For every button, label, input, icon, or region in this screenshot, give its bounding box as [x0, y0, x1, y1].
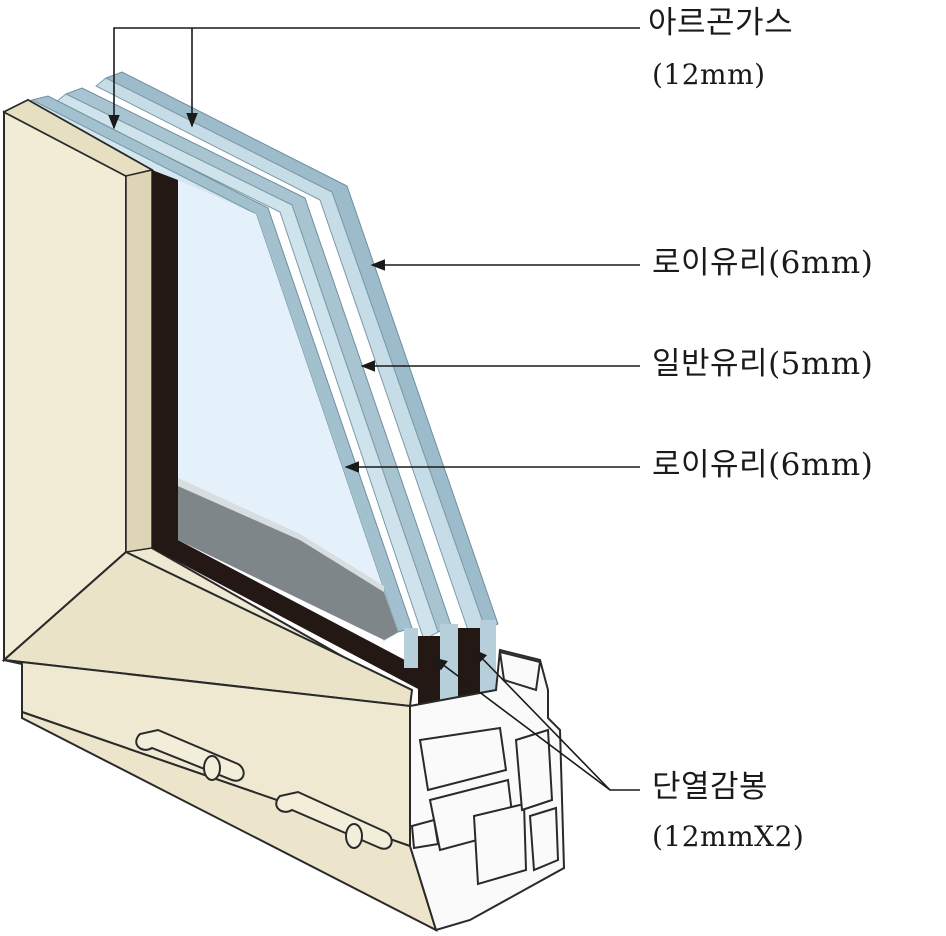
label-spacer: 단열감봉 [652, 769, 769, 805]
hinge-rollers [135, 728, 393, 850]
sill-gray-band [178, 486, 398, 640]
label-argon-gas: 아르곤가스 [648, 5, 794, 41]
profile-chamber-4 [514, 728, 554, 812]
sill-light-band [178, 478, 384, 592]
frame-inner-jamb [125, 169, 153, 553]
profile-gasket [410, 818, 440, 850]
glass-view-area [152, 170, 420, 690]
pvc-profile-section [409, 648, 566, 932]
label-low-e-glass-inner: 로이유리(6mm) [652, 447, 874, 483]
profile-clip [498, 650, 542, 692]
label-low-e-glass-outer: 로이유리(6mm) [652, 245, 874, 281]
leader-lines [108, 27, 640, 791]
leader-spacer-b [472, 648, 611, 791]
profile-chamber-5 [528, 806, 560, 872]
glass-edge-1 [404, 628, 418, 668]
warm-edge-spacers [404, 620, 496, 728]
leader-argon-a [108, 27, 640, 130]
glass-edge-2 [440, 624, 458, 720]
profile-chamber-3 [472, 802, 528, 886]
profile-chamber-1 [418, 726, 508, 792]
label-spacer-spec: (12mmX2) [652, 820, 805, 853]
label-argon-gas-spec: (12mm) [652, 58, 766, 91]
label-clear-glass-middle: 일반유리(5mm) [652, 346, 874, 382]
